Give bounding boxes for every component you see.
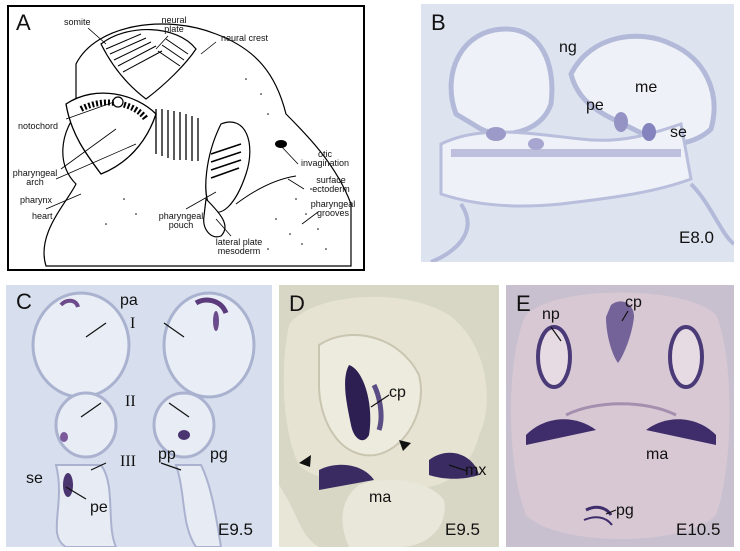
- label-pa: pa: [120, 292, 138, 309]
- label-lateral-plate-mesoderm: lateral plate mesoderm: [215, 237, 263, 257]
- panel-d-stage: E9.5: [445, 520, 480, 539]
- label-pe: pe: [586, 97, 604, 114]
- panel-c: C pa I II III pp pg se pe E9.5: [6, 285, 272, 547]
- panel-c-stage: E9.5: [218, 520, 253, 539]
- panel-b: B ng pe me se E8.0: [421, 4, 734, 262]
- label-pe: pe: [90, 499, 108, 516]
- label-pg: pg: [616, 502, 634, 519]
- label-pharyngeal-pouch: pharyngeal pouch: [158, 211, 204, 231]
- label-ma: ma: [369, 489, 392, 506]
- panel-a: A somite neural plate neural crest notoc…: [6, 4, 366, 272]
- label-arch-I: I: [130, 315, 136, 332]
- label-pharyngeal-grooves: pharyngeal grooves: [310, 199, 356, 219]
- panel-d-letter: D: [289, 291, 305, 316]
- panel-d: D cp mx ma E9.5: [279, 285, 499, 547]
- label-se: se: [670, 124, 687, 141]
- panel-a-letter: A: [16, 10, 31, 35]
- label-heart: heart: [32, 211, 53, 221]
- panel-d-image: [279, 285, 499, 547]
- panel-a-drawing: [7, 5, 365, 271]
- label-notochord: notochord: [18, 121, 59, 131]
- panel-c-letter: C: [16, 289, 32, 314]
- label-mx: mx: [465, 462, 487, 479]
- label-otic-invagination: otic invagination: [300, 149, 350, 169]
- label-arch-II: II: [125, 393, 136, 410]
- label-me: me: [635, 79, 658, 96]
- label-arch-III: III: [120, 453, 136, 470]
- label-np: np: [542, 306, 560, 323]
- label-surface-ectoderm: surface ectoderm: [312, 175, 350, 195]
- label-pharyngeal-arch: pharyngeal arch: [12, 168, 58, 188]
- panel-e: E np cp ma pg E10.5: [506, 285, 734, 547]
- label-ng: ng: [559, 39, 577, 56]
- label-pharynx: pharynx: [20, 195, 53, 205]
- label-pp: pp: [158, 446, 176, 463]
- panel-e-image: [506, 285, 734, 547]
- label-cp: cp: [625, 294, 642, 311]
- panel-c-image: [6, 285, 272, 547]
- panel-b-image: [421, 4, 734, 262]
- panel-e-letter: E: [516, 291, 531, 316]
- panel-b-stage: E8.0: [679, 228, 714, 247]
- label-pg: pg: [210, 446, 228, 463]
- label-ma: ma: [646, 446, 669, 463]
- label-se: se: [26, 470, 43, 487]
- label-neural-crest: neural crest: [221, 33, 269, 43]
- label-neural-plate: neural plate: [161, 15, 187, 35]
- panel-b-letter: B: [431, 10, 446, 35]
- label-cp: cp: [389, 384, 406, 401]
- panel-e-stage: E10.5: [676, 520, 721, 539]
- label-somite: somite: [64, 17, 91, 27]
